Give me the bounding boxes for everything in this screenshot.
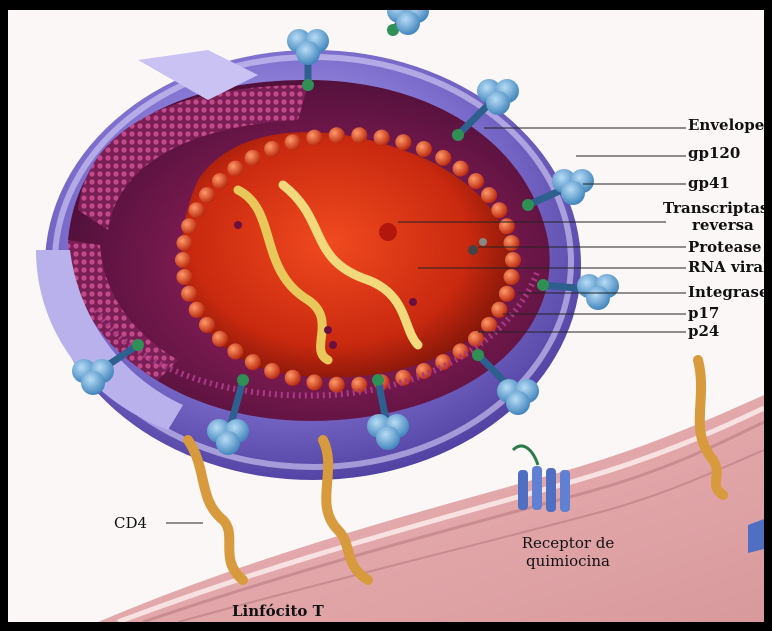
capsid-bead [285, 370, 301, 386]
capsid-bead [245, 150, 261, 166]
label-protease: Protease [688, 239, 761, 255]
label-integrase: Integrase [688, 284, 764, 300]
capsid-bead [175, 252, 191, 268]
capsid-bead [395, 134, 411, 150]
capsid-bead [264, 141, 280, 157]
label-transcriptase-2: reversa [692, 217, 754, 233]
hiv-virion [36, 10, 619, 480]
capsid-bead [374, 130, 390, 146]
capsid-bead [395, 370, 411, 386]
capsid-bead [435, 354, 451, 370]
label-p17: p17 [688, 305, 719, 321]
capsid-bead [306, 374, 322, 390]
label-transcriptase-1: Transcriptase [663, 200, 764, 216]
capsid-bead [189, 302, 205, 318]
capsid-bead [199, 317, 215, 333]
label-receptor-1: Receptor de [513, 535, 623, 551]
label-rna-viral: RNA viral [688, 259, 764, 275]
capsid-bead [491, 202, 507, 218]
capsid-bead [468, 173, 484, 189]
reverse-transcriptase-dot [379, 223, 397, 241]
capsid-bead [504, 269, 520, 285]
label-gp120: gp120 [688, 145, 740, 161]
label-receptor-2: quimiocina [513, 553, 623, 569]
capsid-bead [416, 141, 432, 157]
capsid-bead [285, 134, 301, 150]
capsid-bead [453, 161, 469, 177]
label-envelope: Envelope [688, 117, 764, 133]
integrase-dot [409, 298, 417, 306]
capsid-bead [212, 331, 228, 347]
capsid-bead [227, 161, 243, 177]
capsid-bead [177, 269, 193, 285]
label-p24: p24 [688, 323, 719, 339]
capsid-bead [491, 302, 507, 318]
capsid-bead [177, 235, 193, 251]
capsid-bead [329, 377, 345, 393]
capsid-bead [189, 202, 205, 218]
capsid-bead [481, 187, 497, 203]
capsid-bead [264, 363, 280, 379]
capsid-bead [351, 127, 367, 143]
capsid-bead [499, 286, 515, 302]
capsid-bead [505, 252, 521, 268]
capsid-bead [504, 235, 520, 251]
capsid-bead [435, 150, 451, 166]
label-cd4: CD4 [114, 515, 147, 531]
capsid-bead [199, 187, 215, 203]
capsid-bead [245, 354, 261, 370]
capsid-bead [181, 286, 197, 302]
capsid-bead [181, 218, 197, 234]
capsid-bead [227, 343, 243, 359]
capsid-bead [499, 218, 515, 234]
protease-dot [468, 245, 478, 255]
capsid-bead [329, 127, 345, 143]
label-linfocito-t: Linfócito T [232, 603, 324, 619]
capsid-bead [306, 130, 322, 146]
diagram-frame: Envelope gp120 gp41 Transcriptase revers… [8, 10, 764, 622]
gp120-gp41-spike [387, 10, 429, 36]
label-gp41: gp41 [688, 175, 730, 191]
capsid-bead [212, 173, 228, 189]
